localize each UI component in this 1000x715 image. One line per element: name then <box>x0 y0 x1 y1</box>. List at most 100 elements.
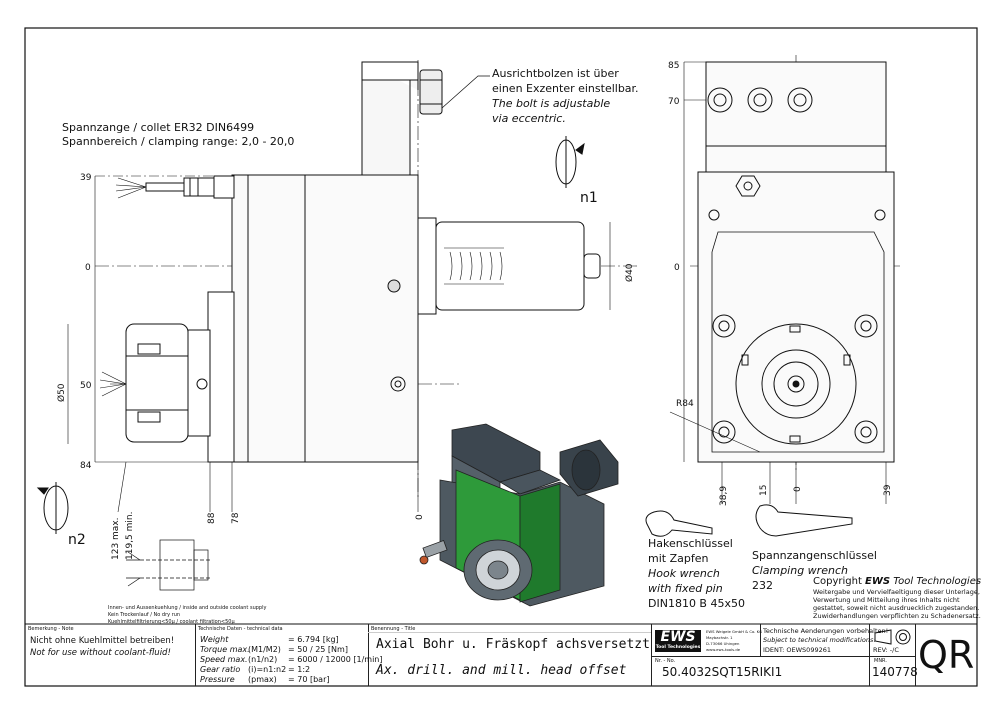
tech-header: Technische Daten - technical data <box>198 626 283 632</box>
name-header: Benennung - Title <box>371 626 416 632</box>
coolant-note-1: Innen- und Aussenkuehlung / inside and o… <box>108 605 267 611</box>
dim-38-9: 38,9 <box>719 486 729 506</box>
changes-de: Technische Aenderungen vorbehalten! <box>763 627 889 635</box>
company-line-4: www.ews-tools.de <box>706 647 741 652</box>
hook-wrench-en-1: Hook wrench <box>648 567 720 580</box>
company-line-1: EWS Weigele GmbH & Co. KG <box>706 629 763 634</box>
projection-symbol-icon <box>874 629 911 645</box>
tech-value: 6.794 [kg] <box>297 635 339 644</box>
dim-70: 70 <box>668 97 680 107</box>
tech-row: Gear ratio(i)=n1:n2= 1:2 <box>200 665 310 674</box>
bolt-leader-line <box>441 75 490 109</box>
tech-value: 1:2 <box>297 665 311 674</box>
dim-123: 123 max. <box>111 517 121 560</box>
company-line-2: Maybachstr. 1 <box>706 635 733 640</box>
side-view <box>95 60 640 500</box>
name-en: Ax. drill. and mill. head offset <box>376 663 627 678</box>
mnr-header: MNR. <box>874 658 887 664</box>
dim-85: 85 <box>668 61 679 71</box>
tech-label: Weight <box>200 635 229 644</box>
clamp-wrench-de: Spannzangenschlüssel <box>752 549 877 562</box>
qr-label: QR <box>918 633 975 677</box>
revision: REV: -/C <box>873 646 899 654</box>
title-block-sep-3 <box>651 624 652 686</box>
rotation-symbol-n2 <box>36 482 69 534</box>
title-block-sep-5 <box>869 624 870 686</box>
dim-78: 78 <box>231 512 241 524</box>
tech-label: Pressure <box>200 675 235 684</box>
hook-wrench-en-2: with fixed pin <box>648 582 723 595</box>
company-logo: EWS Tool Technologies <box>655 630 701 652</box>
tech-label: Gear ratio <box>200 665 241 674</box>
tech-row: Torque max.(M1/M2) = 50 / 25 [Nm] <box>200 645 348 654</box>
copyright-line-3: gestattet, soweit nicht ausdruecklich zu… <box>813 604 980 612</box>
coolant-schematic <box>126 539 210 591</box>
tech-label: Torque max. <box>200 645 250 654</box>
bolt-note-2: einen Exzenter einstellbar. <box>492 82 639 95</box>
logo-text: EWS <box>660 629 696 645</box>
title-block-sep-2 <box>368 624 369 686</box>
copyright-prefix: Copyright <box>813 576 866 587</box>
name-de: Axial Bohr u. Fräskopf achsversetzt <box>376 637 650 652</box>
title-block-sep-1 <box>195 624 196 686</box>
title-block-hline-2 <box>368 632 651 633</box>
changes-en: Subject to technical modifications! <box>763 636 876 644</box>
rotation-label-n1: n1 <box>580 190 598 206</box>
tech-value: 70 [bar] <box>297 675 330 684</box>
dim-15: 15 <box>759 485 769 496</box>
title-block-sep-4 <box>760 624 761 656</box>
title-block-sep-6 <box>915 624 916 686</box>
copyright-brand: EWS <box>865 576 891 587</box>
ident: IDENT: OEWS099261 <box>763 646 831 654</box>
tech-value: 6000 / 12000 [1/min] <box>297 655 383 664</box>
coolant-note-3: Kuehlmittelfiltrierung<50µ / coolant fil… <box>108 619 235 625</box>
dim-0: 0 <box>85 263 91 273</box>
rotation-label-n2: n2 <box>68 532 86 548</box>
front-view <box>690 55 900 470</box>
tech-eq: = <box>288 645 298 654</box>
hook-wrench-de-2: mit Zapfen <box>648 552 709 565</box>
tech-sub: (M1/M2) <box>248 645 281 654</box>
tech-eq: = <box>288 665 298 674</box>
left-dimensions <box>67 176 611 513</box>
title-block-hline <box>651 656 915 657</box>
tech-sub: (n1/n2) <box>248 655 278 664</box>
dim-39: 39 <box>80 173 92 183</box>
mnr-number: 140778 <box>872 665 918 679</box>
bolt-note-en-2: via eccentric. <box>492 112 566 125</box>
tech-row: Pressure (pmax) = 70 [bar] <box>200 675 329 684</box>
bolt-note-1: Ausrichtbolzen ist über <box>492 67 619 80</box>
dim-84: 84 <box>80 461 92 471</box>
copyright-suffix: Tool Technologies <box>890 576 982 587</box>
tech-eq: = <box>288 675 298 684</box>
title-block <box>25 624 977 686</box>
hook-wrench <box>645 510 713 537</box>
dim-0-right: 0 <box>674 263 680 273</box>
remark-en: Not for use without coolant-fluid! <box>30 648 171 658</box>
tech-value: 50 / 25 [Nm] <box>297 645 348 654</box>
isometric-render <box>419 423 619 607</box>
copyright-title: Copyright EWS Tool Technologies <box>813 576 981 588</box>
dim-39-right: 39 <box>883 484 893 496</box>
dim-119: 119,5 min. <box>125 512 135 560</box>
clamp-wrench-size: 232 <box>752 579 773 592</box>
dim-0-right-bottom: 0 <box>793 486 803 492</box>
hook-wrench-de-1: Hakenschlüssel <box>648 537 733 550</box>
dim-r84: R84 <box>676 399 694 409</box>
copyright-line-2: Verwertung und Mitteilung ihres Inhalts … <box>813 596 960 604</box>
tech-sub: (pmax) <box>248 675 277 684</box>
tech-label: Speed max. <box>200 655 248 664</box>
tech-eq: = <box>288 635 298 644</box>
remark-header: Bemerkung - Note <box>28 626 74 632</box>
tech-row: Speed max.(n1/n2) = 6000 / 12000 [1/min] <box>200 655 383 664</box>
rotation-symbol-n1 <box>555 136 585 188</box>
nr-header: Nr. - No. <box>655 658 676 664</box>
clamp-wrench-en: Clamping wrench <box>752 564 848 577</box>
dim-0-bottom: 0 <box>415 514 425 520</box>
tech-eq: = <box>288 655 298 664</box>
clamping-range: Spannbereich / clamping range: 2,0 - 20,… <box>62 135 295 148</box>
company-line-3: D-73066 Uhingen <box>706 641 740 646</box>
copyright-line-4: Zuwiderhandlungen verpflichten zu Schade… <box>813 612 981 620</box>
tech-row: Weight = 6.794 [kg] <box>200 635 339 644</box>
